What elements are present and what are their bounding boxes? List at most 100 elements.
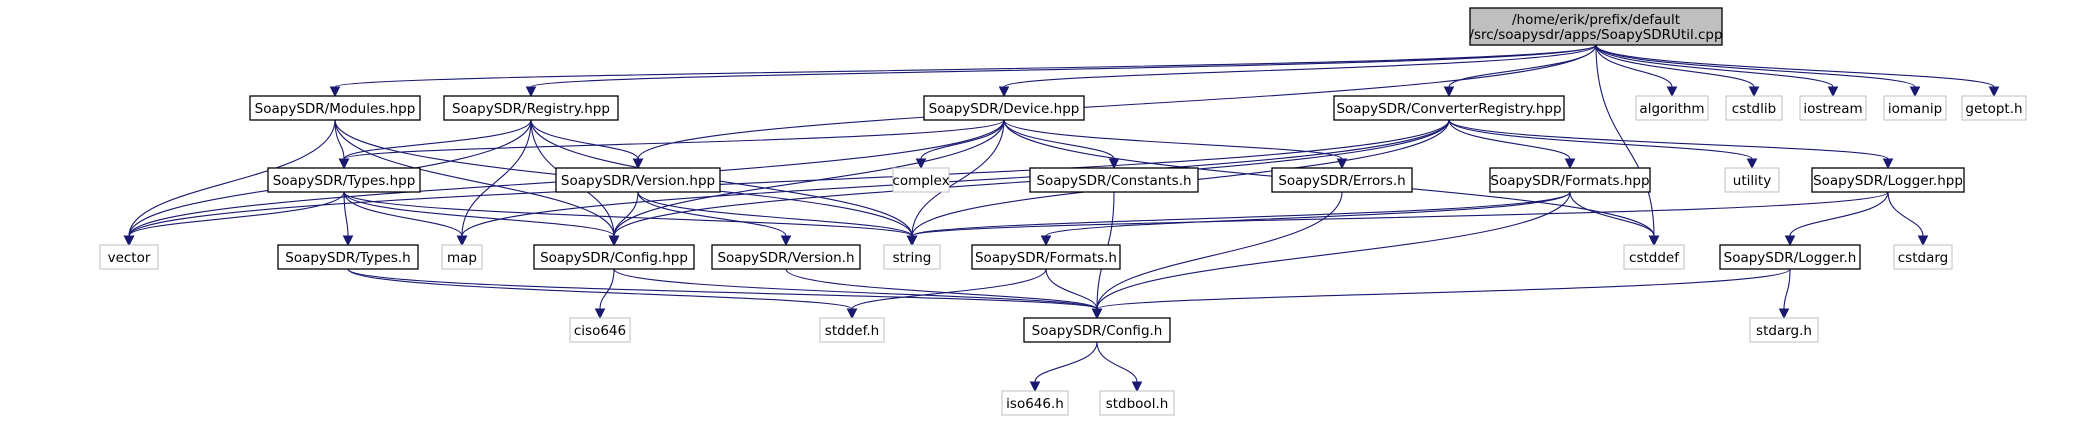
- edge-line: [1789, 191, 1889, 237]
- node-map[interactable]: map: [441, 244, 483, 270]
- node-label: iomanip: [1888, 101, 1942, 117]
- node-box: [1489, 167, 1651, 193]
- edge-root-to-cstdlib: [1595, 44, 1760, 98]
- edge-line: [1569, 191, 1655, 237]
- edge-line: [343, 191, 615, 237]
- edge-line: [1096, 191, 1571, 310]
- node-modules_hpp[interactable]: SoapySDR/Modules.hpp: [249, 95, 421, 121]
- node-label: SoapySDR/Config.h: [1032, 323, 1163, 339]
- edge-config_hpp-to-ciso646: [594, 268, 615, 320]
- edge-line: [1448, 119, 1571, 160]
- edge-logger_h-to-config_h: [1091, 268, 1791, 320]
- node-types_h[interactable]: SoapySDR/Types.h: [277, 244, 419, 270]
- node-label: SoapySDR/Version.h: [717, 250, 854, 266]
- node-box: [569, 317, 631, 343]
- edge-arrowhead: [123, 235, 135, 247]
- node-box: [1961, 95, 2027, 121]
- edge-line: [1448, 119, 1753, 160]
- edge-line: [613, 191, 639, 237]
- node-box: [1635, 95, 1709, 121]
- node-box: [1469, 7, 1723, 46]
- node-registry_hpp[interactable]: SoapySDR/Registry.hpp: [443, 95, 619, 121]
- node-string[interactable]: string: [883, 244, 941, 270]
- node-box: [1811, 167, 1965, 193]
- node-types_hpp[interactable]: SoapySDR/Types.hpp: [267, 167, 421, 193]
- node-stddef_h[interactable]: stddef.h: [819, 317, 885, 343]
- node-converterregistry_hpp[interactable]: SoapySDR/ConverterRegistry.hpp: [1333, 95, 1565, 121]
- node-label: complex: [892, 173, 949, 189]
- node-config_h[interactable]: SoapySDR/Config.h: [1023, 317, 1171, 343]
- edge-arrowhead: [1778, 308, 1790, 320]
- node-label: SoapySDR/Constants.h: [1036, 173, 1191, 189]
- node-complex[interactable]: complex: [892, 167, 950, 193]
- edge-line: [1045, 191, 1571, 237]
- edge-arrowhead: [525, 86, 537, 98]
- edge-arrowhead: [338, 158, 350, 170]
- node-label: getopt.h: [1965, 101, 2022, 117]
- edge-formats_hpp-to-string: [906, 191, 1571, 247]
- node-label: iostream: [1803, 101, 1862, 117]
- node-vector[interactable]: vector: [99, 244, 159, 270]
- edge-arrowhead: [608, 235, 620, 247]
- node-version_h[interactable]: SoapySDR/Version.h: [711, 244, 861, 270]
- edge-line: [1096, 341, 1138, 383]
- node-constants_h[interactable]: SoapySDR/Constants.h: [1029, 167, 1199, 193]
- node-device_hpp[interactable]: SoapySDR/Device.hpp: [923, 95, 1085, 121]
- node-iostream[interactable]: iostream: [1799, 95, 1867, 121]
- edge-arrowhead: [1029, 381, 1041, 393]
- edge-types_hpp-to-map: [343, 191, 468, 247]
- edge-types_hpp-to-types_h: [342, 191, 354, 247]
- node-cstdarg[interactable]: cstdarg: [1893, 244, 1953, 270]
- node-formats_h[interactable]: SoapySDR/Formats.h: [971, 244, 1121, 270]
- edge-root-to-device_hpp: [998, 44, 1597, 98]
- node-cstddef[interactable]: cstddef: [1623, 244, 1685, 270]
- node-label: stdbool.h: [1106, 396, 1169, 412]
- node-ciso646[interactable]: ciso646: [569, 317, 631, 343]
- node-config_hpp[interactable]: SoapySDR/Config.hpp: [533, 244, 695, 270]
- edge-line: [1595, 44, 1834, 88]
- edge-version_h-to-config_h: [785, 268, 1103, 320]
- node-label: stddef.h: [825, 323, 879, 339]
- edge-line: [920, 119, 1005, 160]
- edge-line: [530, 44, 1597, 88]
- node-label: SoapySDR/Errors.h: [1278, 173, 1405, 189]
- edge-device_hpp-to-constants_h: [1003, 119, 1120, 170]
- node-label: SoapySDR/Device.hpp: [929, 101, 1080, 117]
- edge-line: [1595, 44, 1755, 88]
- edge-arrowhead: [998, 86, 1010, 98]
- edge-line: [1034, 341, 1098, 383]
- node-logger_h[interactable]: SoapySDR/Logger.h: [1719, 244, 1861, 270]
- edge-line: [637, 191, 913, 237]
- edge-converterregistry_hpp-to-logger_hpp: [1448, 119, 1894, 170]
- edge-layer: [123, 44, 2000, 393]
- node-stdarg_h[interactable]: stdarg.h: [1749, 317, 1819, 343]
- edge-line: [1595, 44, 1916, 88]
- node-iso646_h[interactable]: iso646.h: [1001, 390, 1069, 416]
- node-formats_hpp[interactable]: SoapySDR/Formats.hpp: [1489, 167, 1651, 193]
- node-getopt_h[interactable]: getopt.h: [1961, 95, 2027, 121]
- node-label: string: [893, 250, 932, 266]
- node-version_hpp[interactable]: SoapySDR/Version.hpp: [555, 167, 721, 193]
- node-root[interactable]: /home/erik/prefix/default/src/soapysdr/a…: [1469, 7, 1723, 46]
- node-errors_h[interactable]: SoapySDR/Errors.h: [1271, 167, 1413, 193]
- node-label: /home/erik/prefix/default: [1512, 12, 1680, 28]
- node-label: iso646.h: [1006, 396, 1064, 412]
- edge-line: [637, 191, 787, 237]
- node-box: [1725, 95, 1783, 121]
- node-utility[interactable]: utility: [1724, 167, 1780, 193]
- edge-root-to-modules_hpp: [329, 44, 1597, 98]
- node-box: [819, 317, 885, 343]
- node-algorithm[interactable]: algorithm: [1635, 95, 1709, 121]
- node-box: [99, 244, 159, 270]
- edge-formats_h-to-stddef_h: [846, 268, 1047, 320]
- edge-types_hpp-to-config_hpp: [343, 191, 620, 247]
- node-stdbool_h[interactable]: stdbool.h: [1099, 390, 1175, 416]
- edge-line: [347, 268, 1098, 310]
- node-box: [1333, 95, 1565, 121]
- edge-arrowhead: [1040, 235, 1052, 247]
- node-label: SoapySDR/Logger.hpp: [1813, 173, 1963, 189]
- node-iomanip[interactable]: iomanip: [1883, 95, 1947, 121]
- node-logger_hpp[interactable]: SoapySDR/Logger.hpp: [1811, 167, 1965, 193]
- node-cstdlib[interactable]: cstdlib: [1725, 95, 1783, 121]
- node-box: [1719, 244, 1861, 270]
